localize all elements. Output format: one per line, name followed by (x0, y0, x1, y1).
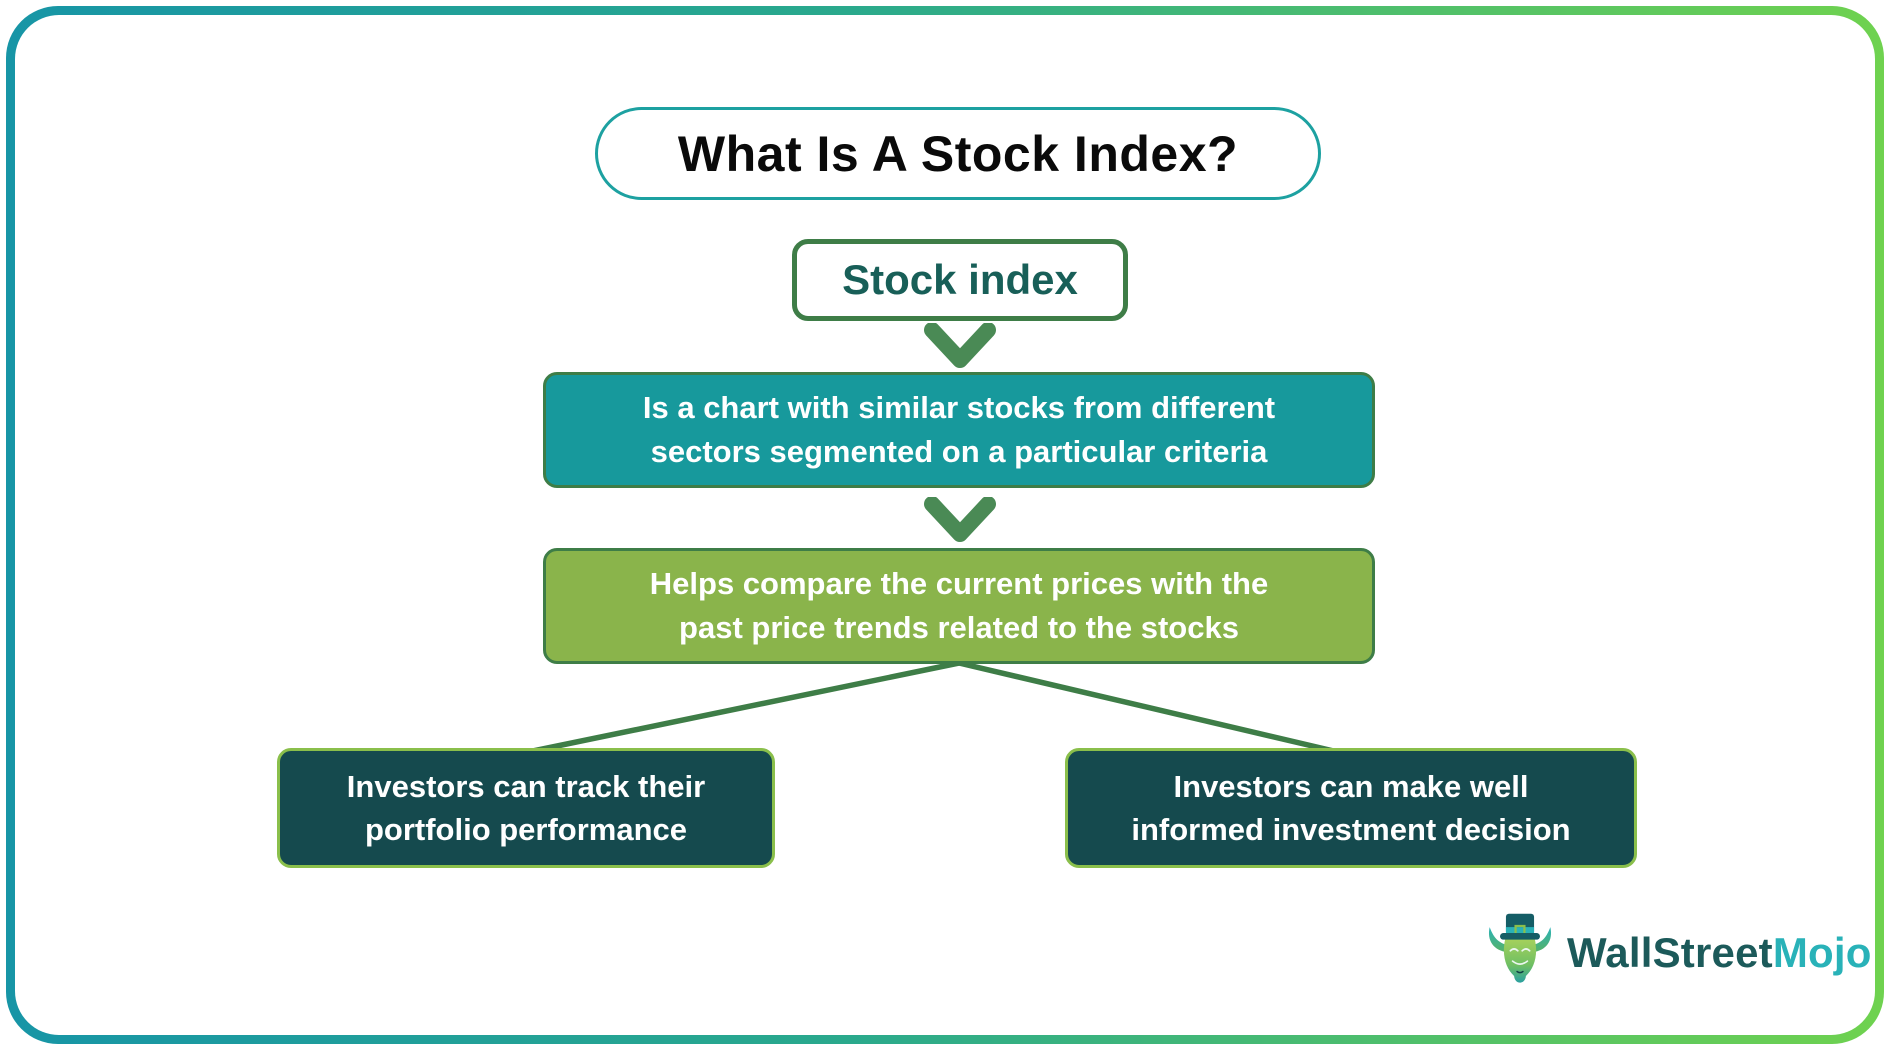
definition-line-1: Is a chart with similar stocks from diff… (642, 389, 1276, 425)
logo-text-accent: Mojo (1772, 929, 1872, 976)
benefit-left-line-2: portfolio performance (364, 812, 688, 847)
stock-index-node: Stock index (792, 239, 1128, 321)
comparison-box: Helps compare the current prices with th… (543, 548, 1375, 664)
page-title: What Is A Stock Index? (677, 125, 1239, 182)
benefit-right-line-2: informed investment decision (1131, 812, 1571, 847)
benefit-right-line-1: Investors can make well (1173, 768, 1529, 804)
comparison-line-2: past price trends related to the stocks (679, 610, 1239, 645)
logo-text-primary: WallStreet (1567, 929, 1773, 976)
down-arrow-icon (924, 323, 996, 368)
down-arrow-icon (924, 497, 996, 542)
definition-line-2: sectors segmented on a particular criter… (650, 434, 1268, 469)
logo-wordmark: WallStreetMojo (1567, 929, 1872, 977)
definition-box: Is a chart with similar stocks from diff… (543, 372, 1375, 488)
title-pill: What Is A Stock Index? (595, 107, 1321, 200)
benefit-box-portfolio: Investors can track their portfolio perf… (277, 748, 775, 868)
bull-with-top-hat-icon (1488, 913, 1552, 983)
wallstreetmojo-logo: WallStreetMojo (1483, 905, 1872, 1001)
comparison-line-1: Helps compare the current prices with th… (649, 565, 1269, 601)
benefit-box-decision: Investors can make well informed investm… (1065, 748, 1637, 868)
benefit-left-line-1: Investors can track their (346, 768, 706, 804)
stock-index-label: Stock index (842, 256, 1078, 303)
